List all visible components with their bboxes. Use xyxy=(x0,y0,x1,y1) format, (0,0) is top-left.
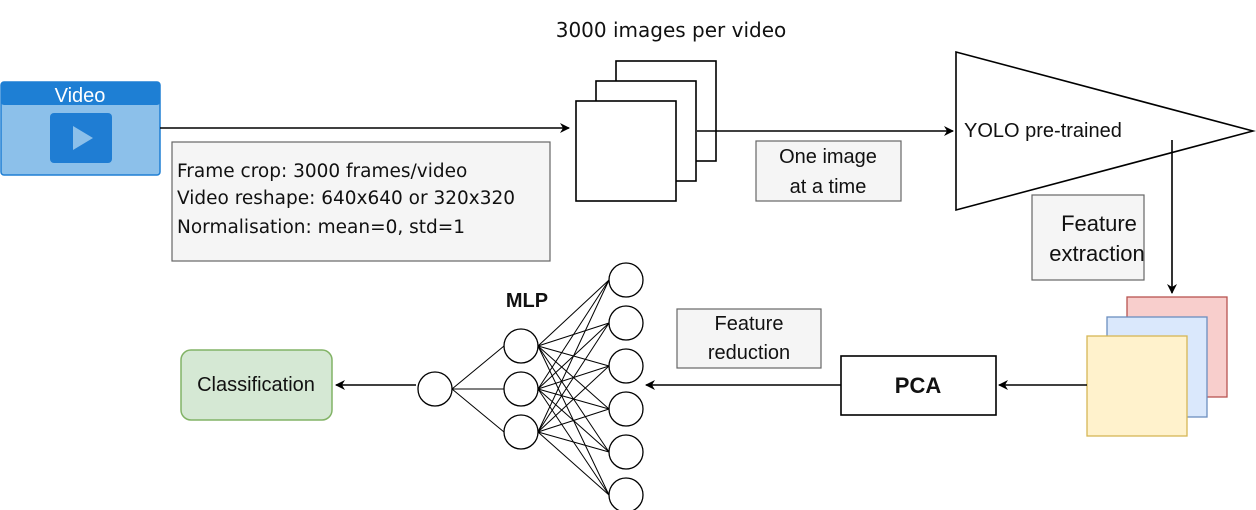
classification-block: Classification xyxy=(180,349,333,421)
feature-maps-stack xyxy=(1086,296,1228,437)
mlp-connection xyxy=(537,431,610,496)
one-image-line-1: One image xyxy=(779,146,877,168)
yolo-label: YOLO pre-trained xyxy=(964,120,1122,142)
mlp-connection xyxy=(537,345,610,453)
feature-reduction-line-2: reduction xyxy=(708,342,790,364)
one-image-note: One image at a time xyxy=(755,140,902,202)
mlp-connection xyxy=(537,345,610,367)
pca-label: PCA xyxy=(895,373,942,398)
classification-label: Classification xyxy=(197,374,315,396)
mlp-label: MLP xyxy=(506,290,548,312)
mlp-input-node xyxy=(608,477,644,510)
feature-reduction-line-1: Feature xyxy=(715,313,784,335)
preprocessing-line-1: Frame crop: 3000 frames/video xyxy=(177,161,467,182)
mlp-connection xyxy=(537,345,610,496)
mlp-connection xyxy=(537,322,610,347)
mlp-connection xyxy=(451,388,505,433)
mlp-connection xyxy=(537,388,610,496)
mlp-hidden-node xyxy=(503,371,539,407)
mlp-hidden-node xyxy=(503,328,539,364)
frames-stack xyxy=(575,60,717,202)
mlp-connection xyxy=(537,345,610,410)
yolo-block: YOLO pre-trained xyxy=(955,50,1256,212)
feature-extraction-line-2: extraction xyxy=(1049,241,1144,266)
mlp-input-node xyxy=(608,391,644,427)
feature-extraction-line-1: Feature xyxy=(1061,211,1137,236)
mlp-connection xyxy=(451,345,505,390)
mlp-hidden-node xyxy=(503,414,539,450)
video-block: Video xyxy=(0,81,161,176)
play-icon xyxy=(50,113,112,163)
mlp-input-node xyxy=(608,262,644,298)
mlp-output-node xyxy=(417,371,453,407)
mlp-connection xyxy=(537,279,610,347)
mlp-network xyxy=(417,262,644,510)
mlp-input-node xyxy=(608,305,644,341)
mlp-input-node xyxy=(608,348,644,384)
frames-caption: 3000 images per video xyxy=(556,18,787,42)
preprocessing-note: Frame crop: 3000 frames/video Video resh… xyxy=(171,141,551,262)
feature-reduction-note: Feature reduction xyxy=(676,308,822,369)
feature-extraction-note: Feature extraction xyxy=(1031,194,1145,281)
video-title: Video xyxy=(55,85,106,107)
mlp-input-node xyxy=(608,434,644,470)
preprocessing-line-2: Video reshape: 640x640 or 320x320 xyxy=(177,188,515,209)
one-image-line-2: at a time xyxy=(790,176,867,198)
pca-block: PCA xyxy=(840,355,997,416)
preprocessing-line-3: Normalisation: mean=0, std=1 xyxy=(177,217,465,238)
